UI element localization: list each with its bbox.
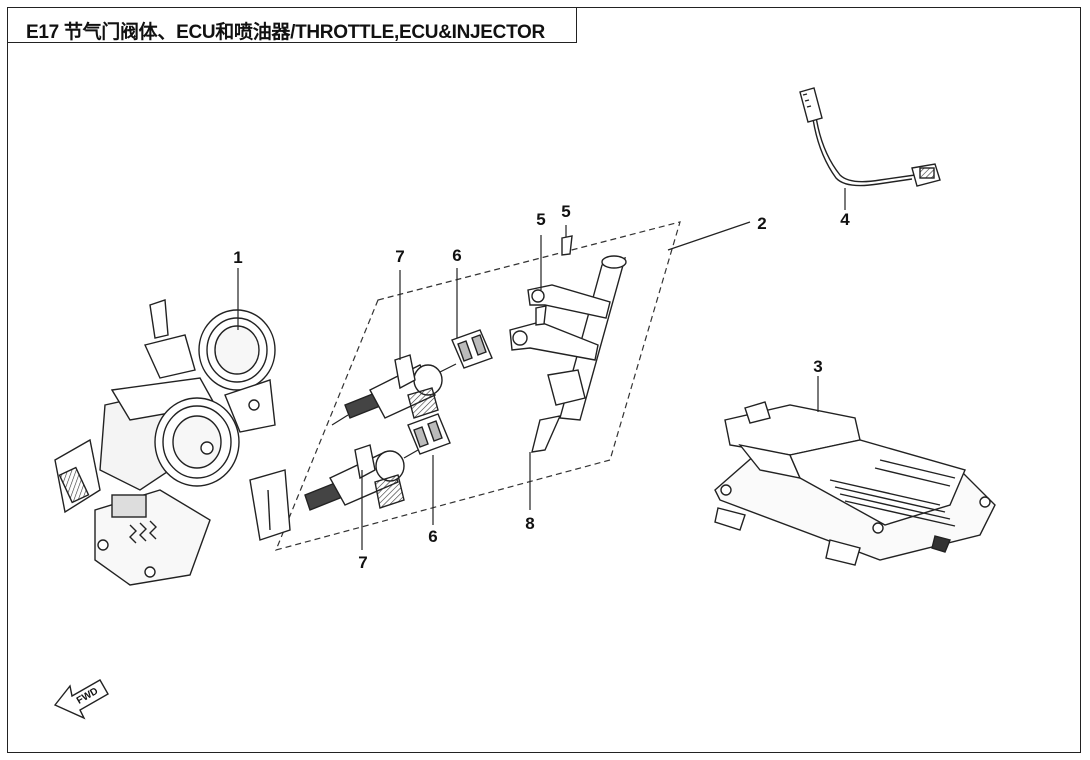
throttle-body-part [54,299,291,586]
callout-7-lower: 7 [358,553,368,572]
assembly-boundary [274,221,681,551]
callout-4: 4 [840,210,850,229]
ecu-part [714,401,996,566]
callout-8: 8 [525,514,535,533]
callout-6-lower: 6 [428,527,438,546]
sensor-cable-part [799,87,941,187]
connector-lower-part [407,413,451,455]
callout-3: 3 [813,357,823,376]
callout-5-top: 5 [561,202,571,221]
diagram-title: E17 节气门阀体、ECU和喷油器/THROTTLE,ECU&INJECTOR [26,22,545,43]
injector-lower-part [304,444,405,511]
callout-2: 2 [757,214,767,233]
fwd-arrow-icon: FWD [53,679,109,720]
callout-5-left: 5 [536,210,546,229]
screw-part [535,235,573,326]
callout-7-upper: 7 [395,247,405,266]
fuel-rail-part [509,255,627,453]
callout-1: 1 [233,248,243,267]
injector-upper-part [344,354,443,419]
callout-6-upper: 6 [452,246,462,265]
leader-line-2 [667,221,751,251]
title-box: E17 节气门阀体、ECU和喷油器/THROTTLE,ECU&INJECTOR [7,7,577,43]
connector-upper-part [451,329,493,369]
